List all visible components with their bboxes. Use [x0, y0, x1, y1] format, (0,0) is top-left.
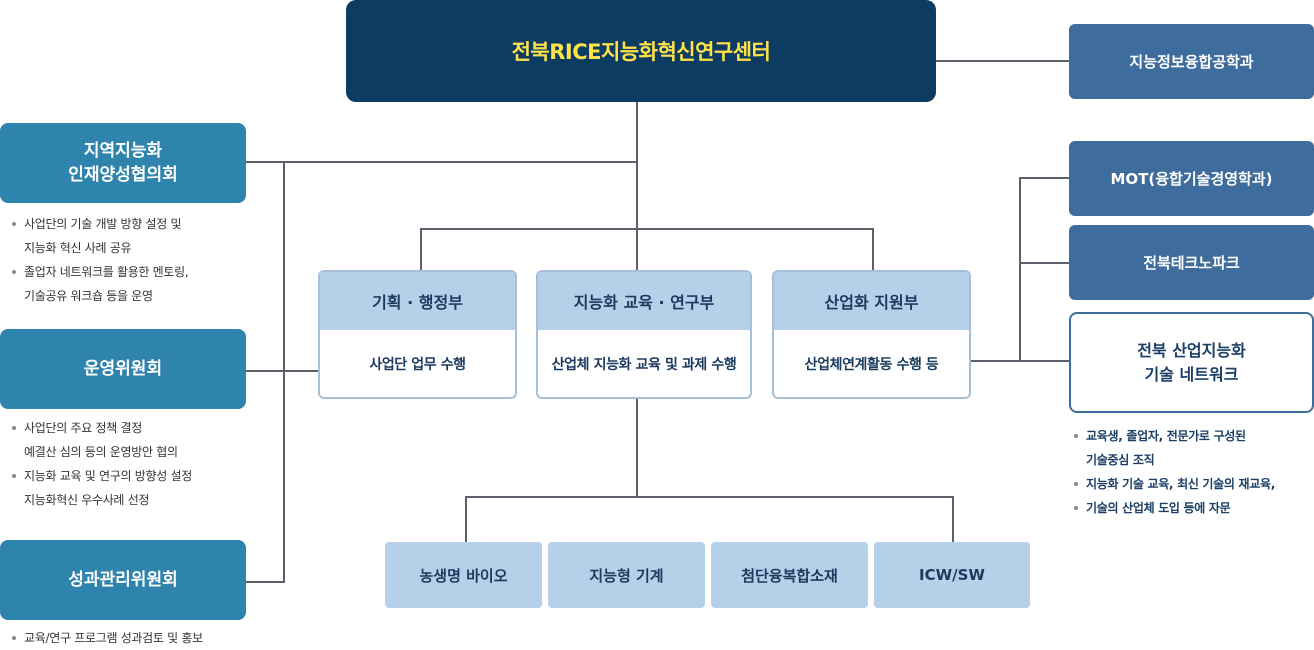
committee-box-regional: 지역지능화 인재양성협의회 [0, 123, 246, 203]
center-title: 전북RICE지능화혁신연구센터 [511, 40, 771, 64]
partner-name: MOT(융합기술경영학과) [1110, 170, 1273, 188]
note-item: 지능화 기술 교육, 최신 기술의 재교육, [1072, 472, 1275, 496]
connector-line [420, 228, 874, 230]
research-group-label: 농생명 바이오 [419, 566, 508, 585]
note-item: 기술의 산업체 도입 등에 자문 [1072, 496, 1275, 520]
department-name: 산업화 지원부 [774, 272, 969, 330]
research-group: ICW/SW [874, 542, 1030, 608]
committee-name: 운영위원회 [83, 359, 163, 379]
connector-line [283, 161, 285, 583]
department-industry-support: 산업화 지원부 산업체연계활동 수행 등 [772, 270, 971, 399]
connector-line [246, 581, 284, 583]
connector-line [246, 370, 318, 372]
research-group-label: 첨단융복합소재 [741, 566, 838, 585]
committee-box-performance: 성과관리위원회 [0, 540, 246, 620]
department-name: 지능화 교육 · 연구부 [538, 272, 750, 330]
partner-technopark-box: 전북테크노파크 [1069, 225, 1314, 300]
connector-line [465, 496, 954, 498]
department-education-research: 지능화 교육 · 연구부 산업체 지능화 교육 및 과제 수행 [536, 270, 752, 399]
department-role: 산업체연계활동 수행 등 [804, 356, 939, 373]
research-group: 첨단융복합소재 [711, 542, 868, 608]
partner-network-box: 전북 산업지능화 기술 네트워크 [1069, 312, 1314, 413]
connector-line [936, 60, 1069, 62]
connector-line [1019, 177, 1021, 361]
connector-line [465, 496, 467, 542]
note-item: 졸업자 네트워크를 활용한 멘토링,기술공유 워크숍 등을 운영 [10, 260, 189, 308]
connector-line [952, 496, 954, 542]
connector-line [246, 161, 637, 163]
department-planning: 기획 · 행정부 사업단 업무 수행 [318, 270, 517, 399]
connector-line [872, 228, 874, 270]
connector-line [1019, 360, 1069, 362]
partner-department-box: 지능정보융합공학과 [1069, 24, 1314, 99]
connector-line [636, 102, 638, 270]
connector-line [970, 360, 1020, 362]
connector-line [1019, 262, 1069, 264]
connector-line [636, 399, 638, 497]
partner-name: 전북테크노파크 [1143, 254, 1240, 272]
partner-name: 전북 산업지능화 기술 네트워크 [1137, 340, 1246, 384]
note-item: 교육/연구 프로그램 성과검토 및 홍보 [10, 626, 203, 650]
partner-name: 지능정보융합공학과 [1129, 53, 1254, 71]
committee-name: 성과관리위원회 [68, 570, 178, 590]
connector-line [420, 228, 422, 270]
department-name: 기획 · 행정부 [320, 272, 515, 330]
research-group: 농생명 바이오 [385, 542, 542, 608]
research-group-label: ICW/SW [919, 566, 985, 584]
connector-line [1019, 177, 1069, 179]
research-group-label: 지능형 기계 [589, 566, 664, 585]
committee-box-operation: 운영위원회 [0, 329, 246, 409]
research-group: 지능형 기계 [548, 542, 705, 608]
partner-mot-box: MOT(융합기술경영학과) [1069, 141, 1314, 216]
center-title-box: 전북RICE지능화혁신연구센터 [346, 0, 936, 102]
department-role: 사업단 업무 수행 [369, 356, 466, 373]
department-role: 산업체 지능화 교육 및 과제 수행 [551, 356, 737, 373]
committee-name: 지역지능화 인재양성협의회 [68, 141, 178, 185]
committee-notes: 교육/연구 프로그램 성과검토 및 홍보 [10, 626, 203, 650]
